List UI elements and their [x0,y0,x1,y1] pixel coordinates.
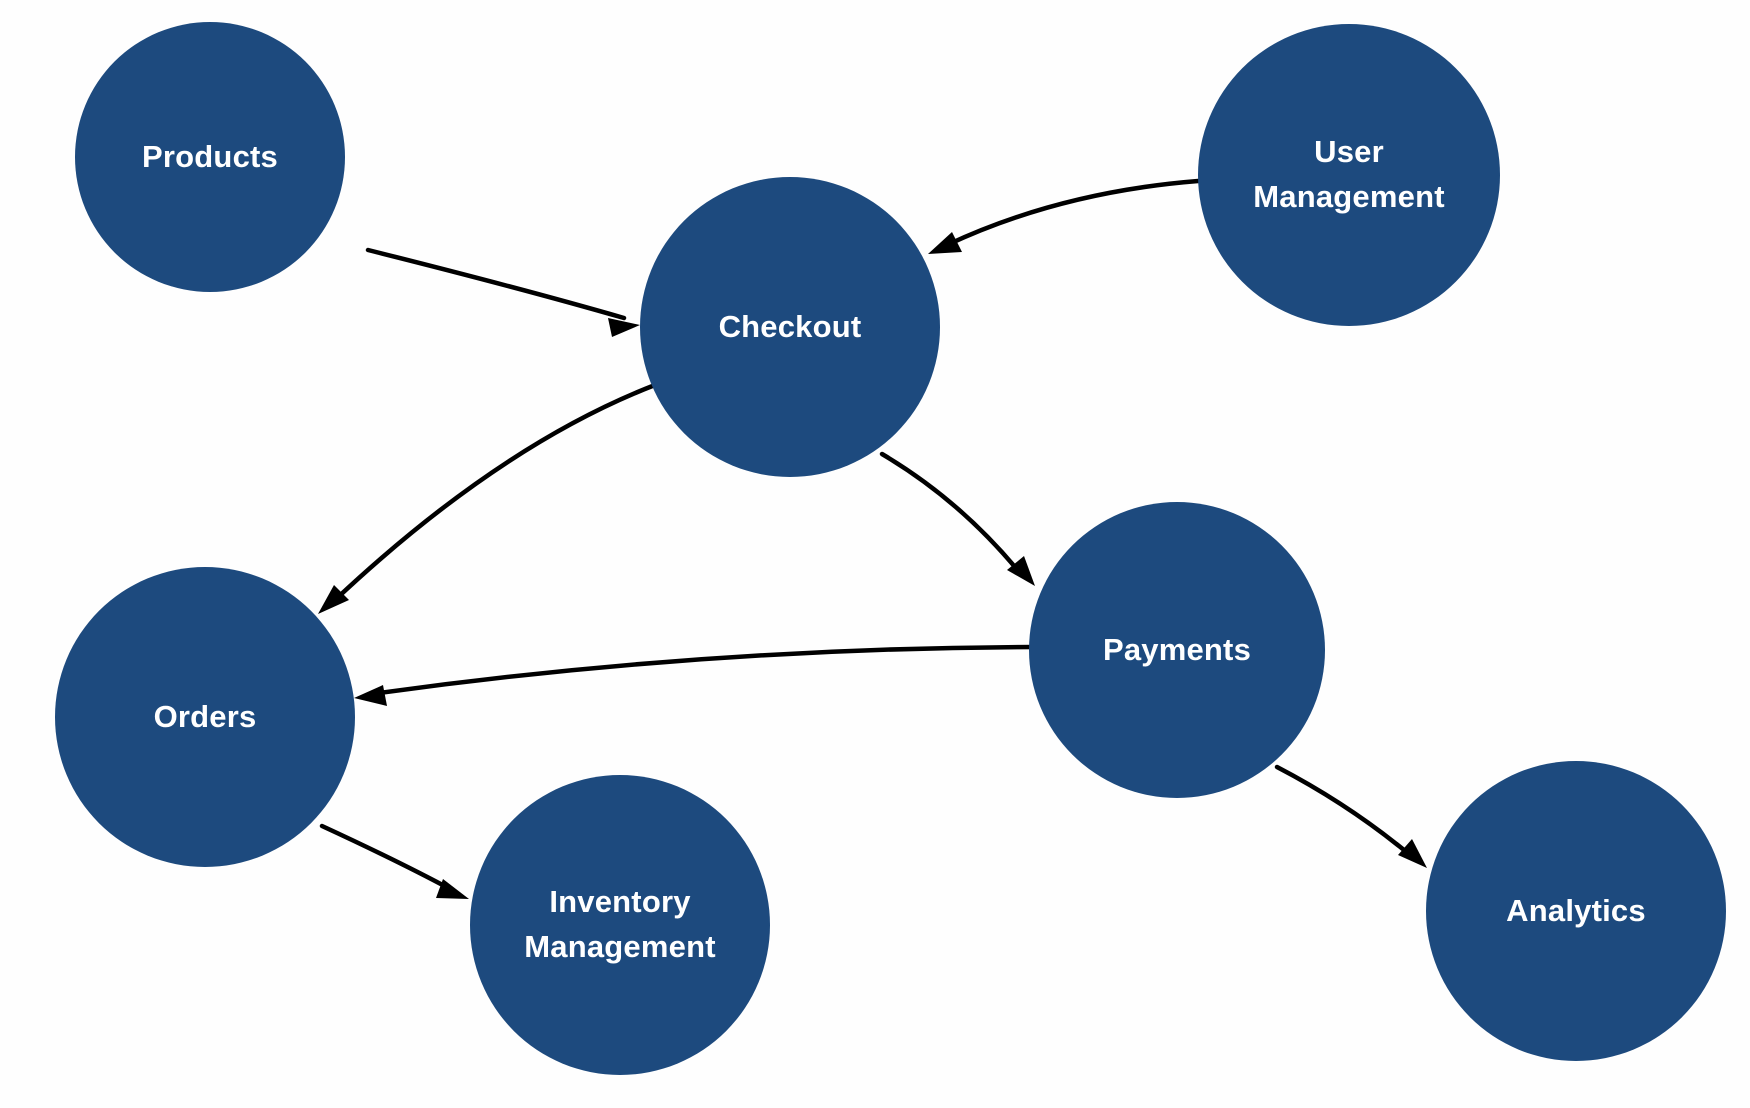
node-circle [470,775,770,1075]
node-user-management[interactable]: User Management [1198,24,1500,326]
edge-line [332,382,658,603]
arrow-head-icon [928,232,962,254]
arrow-head-icon [608,318,640,337]
edge-line [319,823,455,893]
node-circle [55,567,355,867]
nodes-layer: Products Checkout User Management Orders… [55,22,1726,1075]
edge-checkout-to-orders[interactable] [318,382,658,614]
node-payments[interactable]: Payments [1029,502,1325,798]
node-circle [640,177,940,477]
arrow-head-icon [318,585,349,614]
edge-user-management-to-checkout[interactable] [928,178,1201,254]
edge-orders-to-inventory-management[interactable] [319,823,469,899]
edge-products-to-checkout[interactable] [365,247,640,337]
edges-layer [318,178,1427,899]
arrow-head-icon [1398,839,1427,868]
edge-payments-to-analytics[interactable] [1274,764,1427,868]
edge-line [365,247,627,321]
node-circle [1426,761,1726,1061]
node-checkout[interactable]: Checkout [640,177,940,477]
node-products[interactable]: Products [75,22,345,292]
edge-line [944,178,1201,248]
node-analytics[interactable]: Analytics [1426,761,1726,1061]
node-inventory-management[interactable]: Inventory Management [470,775,770,1075]
node-orders[interactable]: Orders [55,567,355,867]
arrow-head-icon [354,685,387,706]
node-circle [1029,502,1325,798]
arrow-head-icon [436,879,469,899]
node-circle [75,22,345,292]
edge-checkout-to-payments[interactable] [879,451,1035,586]
edge-line [879,451,1023,576]
node-circle [1198,24,1500,326]
edge-line [369,644,1037,697]
arrow-head-icon [1007,556,1035,586]
edge-line [1274,764,1413,858]
edge-payments-to-orders[interactable] [354,644,1037,706]
